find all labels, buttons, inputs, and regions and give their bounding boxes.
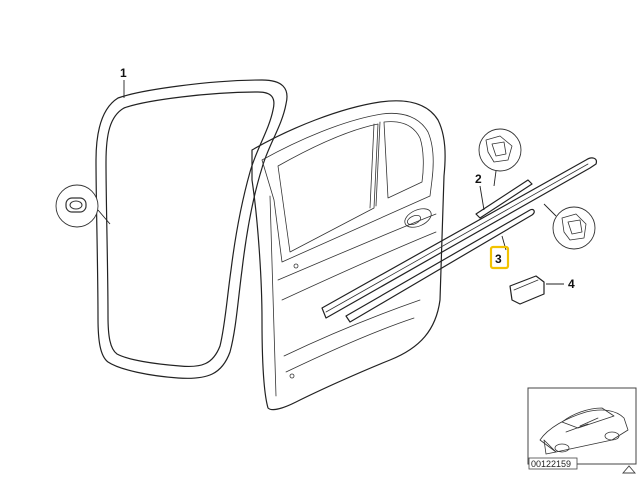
belt-moulding-part-3[interactable] <box>321 157 597 323</box>
seal-profile-detail <box>55 184 111 228</box>
channel-strip-part-2[interactable] <box>475 179 533 219</box>
reference-id: 00122159 <box>531 459 571 469</box>
rear-door-shell <box>251 100 446 411</box>
triangle-icon <box>622 465 636 474</box>
reference-id-box <box>528 457 578 470</box>
callout-4: 4 <box>568 277 575 291</box>
callout-2: 2 <box>475 172 482 186</box>
door-seal-part-1[interactable] <box>95 79 288 379</box>
clip-detail-upper <box>478 128 522 187</box>
end-cap-part-4[interactable] <box>509 275 564 305</box>
callout-1: 1 <box>120 66 127 80</box>
vehicle-thumbnail <box>527 387 637 465</box>
callout-3-highlight <box>489 245 510 270</box>
callout-3: 3 <box>495 252 502 266</box>
clip-detail-right <box>543 203 596 250</box>
